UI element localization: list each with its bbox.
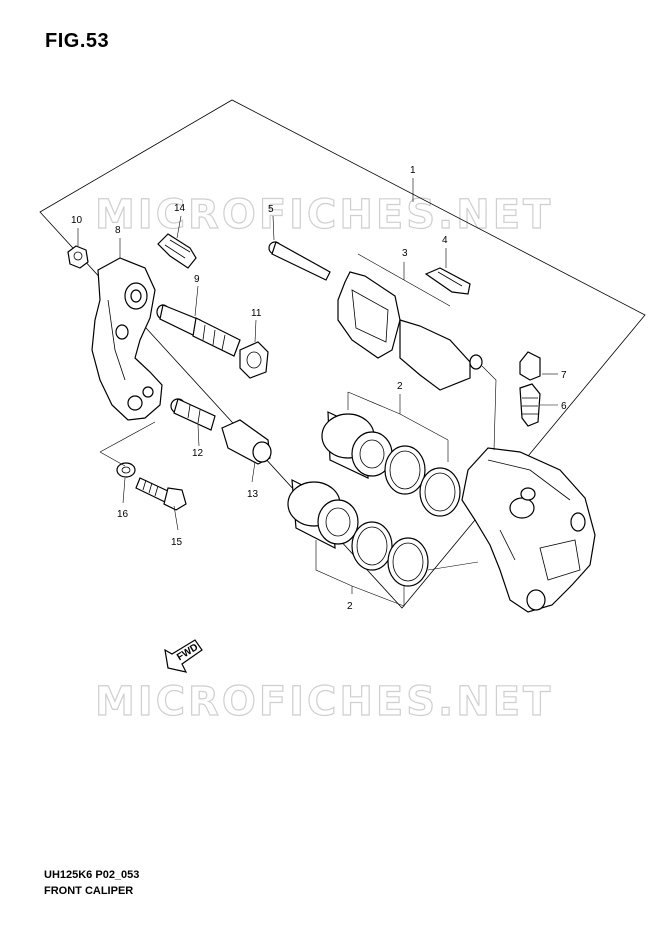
piston-upper bbox=[321, 411, 393, 479]
callout-10: 10 bbox=[71, 215, 83, 226]
callout-7: 7 bbox=[561, 370, 567, 381]
callout-8: 8 bbox=[115, 225, 121, 236]
caliper-body bbox=[461, 447, 596, 613]
piston-seal-lower-2 bbox=[387, 537, 429, 587]
callout-9: 9 bbox=[194, 274, 200, 285]
piston-seal-upper-1 bbox=[384, 445, 426, 495]
bleeder-valve bbox=[519, 383, 541, 427]
watermark-top: MICROFICHES.NET bbox=[95, 192, 553, 238]
assembly-boundary bbox=[39, 99, 646, 609]
figure-reference-code: UH125K6 P02_053 bbox=[44, 869, 140, 881]
pin-boot-upper bbox=[239, 341, 269, 379]
callout-6: 6 bbox=[561, 401, 567, 412]
figure-title: FIG.53 bbox=[45, 30, 110, 52]
callout-5: 5 bbox=[268, 204, 274, 215]
slide-pin-lower bbox=[170, 398, 216, 431]
watermark-bottom: MICROFICHES.NET bbox=[95, 679, 553, 725]
bracket-bolt bbox=[135, 477, 187, 511]
callout-4: 4 bbox=[442, 235, 448, 246]
figure-caption: FRONT CALIPER bbox=[44, 885, 134, 897]
callout-14: 14 bbox=[174, 203, 186, 214]
caliper-bracket bbox=[91, 257, 163, 421]
callout-12: 12 bbox=[192, 448, 204, 459]
pad-shim bbox=[424, 267, 471, 295]
piston-seal-upper-2 bbox=[419, 467, 461, 517]
callout-2-lower: 2 bbox=[347, 601, 353, 612]
slide-pin-upper bbox=[156, 304, 241, 357]
piston-lower bbox=[287, 478, 359, 550]
callout-15: 15 bbox=[171, 537, 183, 548]
piston-seal-lower-1 bbox=[351, 521, 393, 571]
callout-2-upper: 2 bbox=[397, 381, 403, 392]
pad-pin bbox=[268, 241, 331, 281]
bleeder-cap bbox=[519, 351, 541, 381]
brake-pad-set bbox=[337, 271, 483, 391]
pin-boot-lower bbox=[221, 419, 272, 465]
callout-1: 1 bbox=[410, 165, 416, 176]
forward-direction-arrow: FWD bbox=[164, 639, 203, 673]
callout-3: 3 bbox=[402, 248, 408, 259]
callout-11: 11 bbox=[251, 308, 262, 319]
flange-nut bbox=[67, 245, 89, 269]
callout-16: 16 bbox=[117, 509, 129, 520]
washer bbox=[116, 462, 136, 478]
pad-spring bbox=[157, 233, 197, 269]
callout-13: 13 bbox=[247, 489, 259, 500]
